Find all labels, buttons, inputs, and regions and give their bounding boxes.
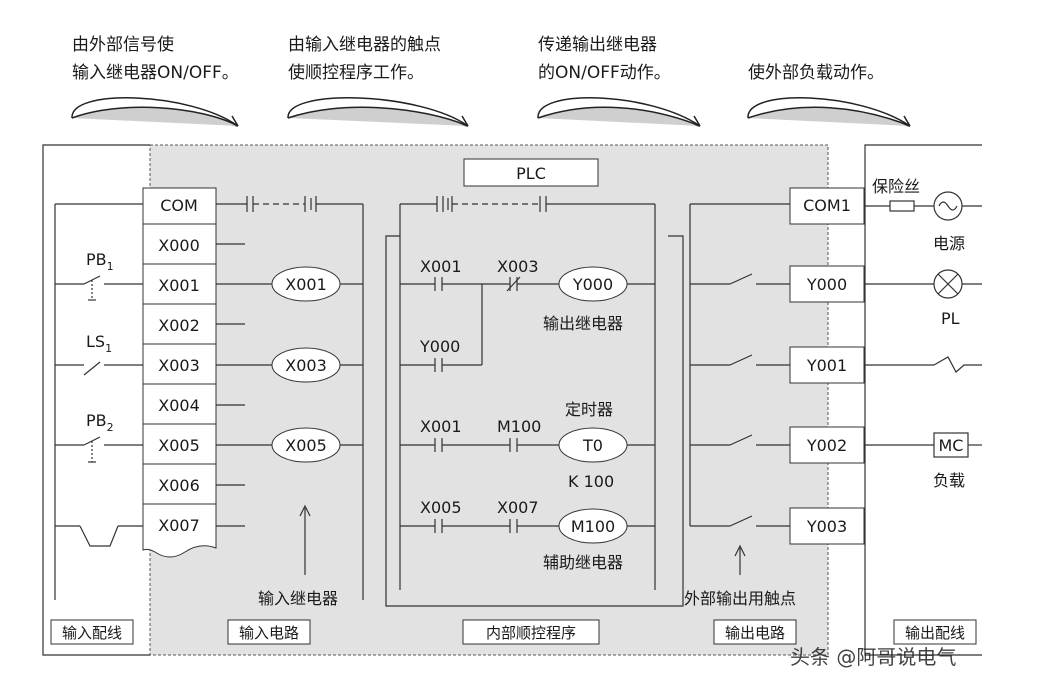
caption-output-line2: 的ON/OFF动作。 (538, 63, 671, 83)
pb2-label: PB2 (86, 411, 114, 434)
output-terminal-com1 (789, 187, 865, 225)
mc-load-icon (864, 432, 982, 458)
caption-output: 传递输出继电器 的ON/OFF动作。 (538, 35, 671, 83)
ladder-coil-t0-label: T0 (582, 436, 603, 455)
ladder-coil-m100-label: M100 (571, 517, 615, 536)
input-coil-x001 (271, 266, 341, 302)
arrow-3 (537, 97, 701, 127)
ladder-r1-contact2: X003 (497, 257, 539, 276)
aux-relay-note: 辅助继电器 (543, 553, 623, 572)
ladder-coil-y000 (558, 266, 628, 302)
ls1-label: LS1 (86, 332, 112, 355)
zone-output-circuit-box (713, 619, 797, 645)
caption-input: 由外部信号使 输入继电器ON/OFF。 (72, 34, 239, 83)
arrow-2 (287, 97, 469, 127)
ladder-r2-contact1: Y000 (419, 337, 460, 356)
zone-input-circuit-box (227, 619, 311, 645)
ladder-r4-contact2: X007 (497, 498, 539, 517)
zone-input-wiring: 输入配线 (62, 624, 122, 642)
output-contact-note: 外部输出用触点 (684, 589, 796, 608)
plc-body (149, 144, 829, 656)
input-coil-x003-label: X003 (285, 356, 327, 375)
caption-program-line2: 使顺控程序工作。 (288, 62, 424, 83)
output-terminal-y001 (789, 346, 865, 384)
fuse-label: 保险丝 (872, 177, 920, 196)
ladder-coil-t0 (558, 427, 628, 463)
zone-output-wiring-box (893, 619, 977, 645)
ladder-r3-contact2: M100 (497, 417, 541, 436)
input-circuit (216, 196, 364, 600)
input-terminal-x000: X000 (158, 236, 200, 255)
power-source-label: 电源 (933, 234, 965, 253)
pushbutton-pb2-icon (55, 436, 143, 463)
output-circuit (689, 203, 790, 575)
output-terminal-y002-label: Y002 (806, 436, 847, 455)
caption-input-line2: 输入继电器ON/OFF。 (72, 63, 239, 83)
output-terminal-y003-label: Y003 (806, 517, 847, 536)
zone-internal-program: 内部顺控程序 (486, 624, 576, 642)
zone-output-wiring: 输出配线 (905, 624, 965, 642)
caption-input-line1: 由外部信号使 (72, 34, 174, 55)
zone-input-wiring-box (50, 619, 134, 645)
caption-output-line1: 传递输出继电器 (538, 35, 657, 55)
caption-load: 使外部负载动作。 (748, 62, 884, 83)
input-terminal-strip: COM X000 X001 X002 X003 X004 X005 X006 X… (142, 187, 217, 558)
caption-load-line1: 使外部负载动作。 (748, 62, 884, 83)
ladder-r4-contact1: X005 (420, 498, 462, 517)
input-coil-x001-label: X001 (285, 275, 327, 294)
input-terminal-x001: X001 (158, 276, 200, 295)
output-relay-note: 输出继电器 (543, 314, 623, 333)
arrow-1 (71, 97, 239, 127)
caption-program: 由输入继电器的触点 使顺控程序工作。 (288, 35, 441, 83)
fuse-icon (864, 200, 934, 212)
input-terminal-x006: X006 (158, 476, 200, 495)
plc-label-box (463, 158, 599, 187)
plc-label: PLC (516, 164, 546, 183)
watermark: 头条 @阿哥说电气 (790, 645, 956, 669)
program-bracket (385, 235, 684, 607)
load-label: 负载 (933, 471, 965, 490)
input-coil-x005 (271, 427, 341, 463)
input-terminal-x002: X002 (158, 316, 200, 335)
ladder-coil-y000-label: Y000 (572, 275, 613, 294)
input-terminal-x004: X004 (158, 396, 200, 415)
ladder-r3-contact1: X001 (420, 417, 462, 436)
pushbutton-pb1-icon (55, 275, 143, 301)
sensor-x007-icon (55, 525, 143, 547)
power-source-icon (933, 191, 982, 221)
zone-output-circuit: 输出电路 (725, 624, 785, 642)
input-terminal-x003: X003 (158, 356, 200, 375)
output-wiring-frame (864, 144, 982, 656)
input-relay-note: 输入继电器 (258, 589, 338, 608)
input-coil-x003 (271, 347, 341, 383)
input-coil-x005-label: X005 (285, 436, 327, 455)
zone-input-circuit: 输入电路 (239, 624, 299, 642)
input-terminal-x005: X005 (158, 436, 200, 455)
ladder-coil-m100 (558, 508, 628, 544)
ladder-diagram (399, 196, 656, 590)
pb1-label: PB1 (86, 250, 114, 273)
timer-preset: K 100 (568, 472, 614, 491)
input-terminal-com: COM (160, 196, 198, 215)
output-terminal-y003 (789, 507, 865, 545)
inductive-load-icon (864, 356, 982, 373)
timer-note: 定时器 (565, 400, 613, 419)
output-terminal-y000-label: Y000 (806, 275, 847, 294)
zone-internal-program-box (462, 619, 600, 645)
input-terminal-x007: X007 (158, 516, 200, 535)
caption-program-line1: 由输入继电器的触点 (288, 35, 441, 55)
output-terminal-com1-label: COM1 (803, 196, 851, 215)
ladder-r1-contact1: X001 (420, 257, 462, 276)
lamp-label: PL (941, 309, 960, 328)
output-terminal-y001-label: Y001 (806, 356, 847, 375)
mc-label: MC (939, 436, 964, 455)
arrow-4 (747, 97, 911, 127)
limit-switch-ls1-icon (55, 361, 143, 376)
input-wiring-frame (42, 144, 150, 656)
lamp-icon (864, 269, 982, 299)
